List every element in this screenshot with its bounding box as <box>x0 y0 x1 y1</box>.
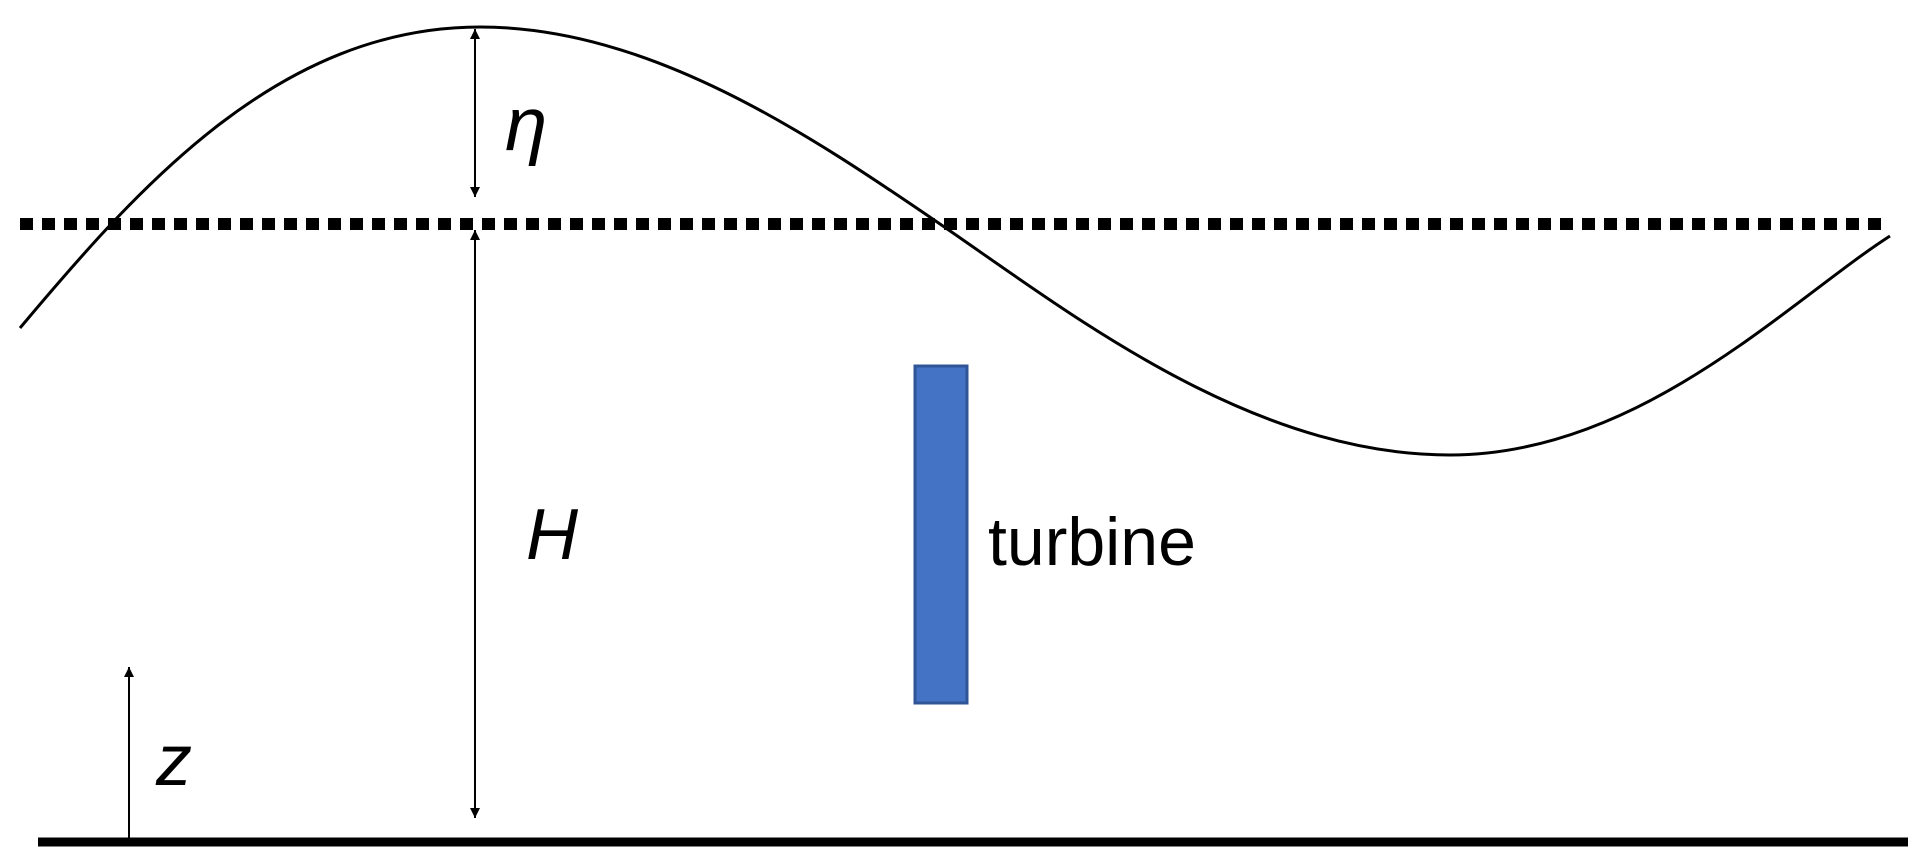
eta-label: η <box>505 82 547 167</box>
turbine-label: turbine <box>988 504 1196 580</box>
depth-label: H <box>526 495 579 575</box>
z-axis-label: z <box>155 721 192 801</box>
turbine-rect <box>913 364 969 705</box>
free-surface-wave <box>18 25 1891 457</box>
